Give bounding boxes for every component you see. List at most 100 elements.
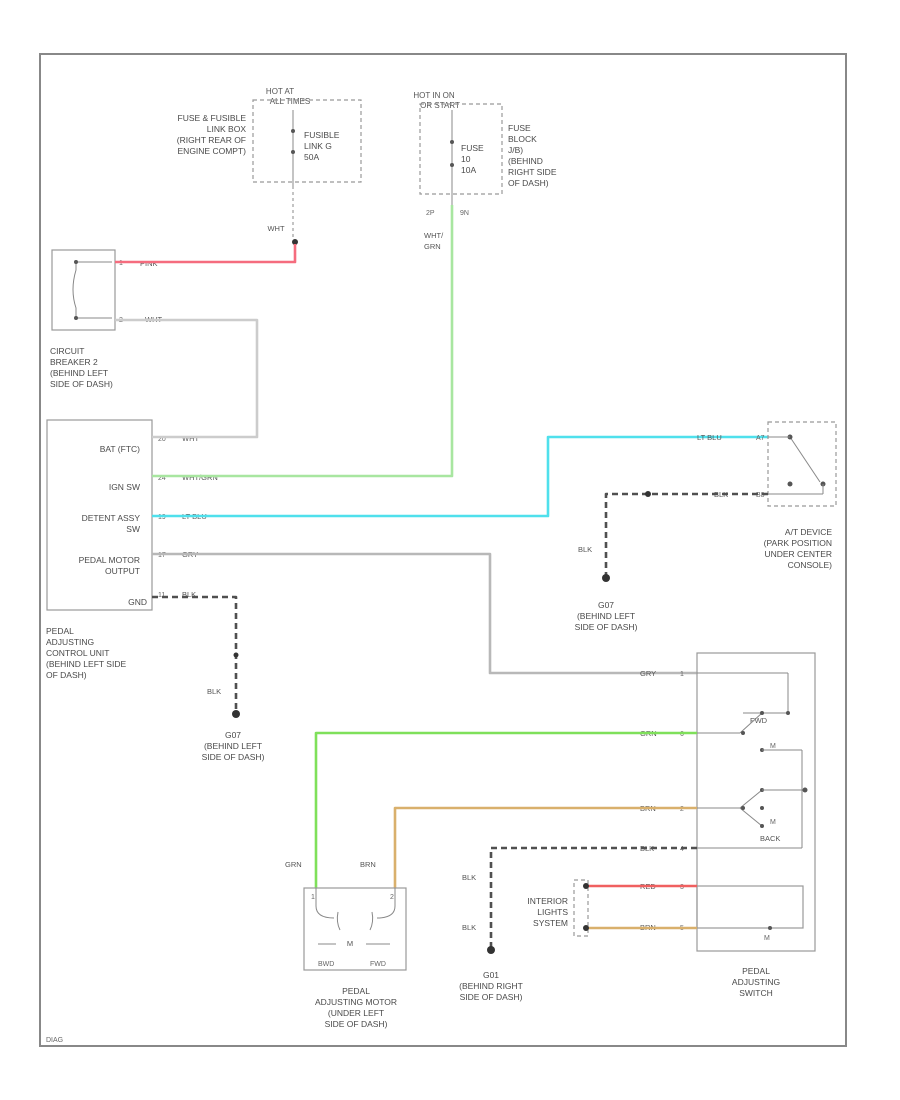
- ground-icon-left: [232, 710, 240, 718]
- fuse-block-line-5: RIGHT SIDE: [508, 167, 557, 177]
- motor-line-4: SIDE OF DASH): [325, 1019, 388, 1029]
- motor-fwd-label: FWD: [370, 961, 386, 968]
- g-right-line-2: (BEHIND RIGHT: [459, 981, 523, 991]
- g07-mid-line-1: G07: [598, 600, 614, 610]
- fuse-block-line-6: OF DASH): [508, 178, 549, 188]
- blk-left-label: BLK: [207, 687, 221, 696]
- fuse-link-box-line-4: ENGINE COMPT): [178, 146, 247, 156]
- sw-m-label-3: M: [764, 935, 770, 942]
- splice-dot: [292, 239, 298, 245]
- fuse-10-line-1: FUSE: [461, 143, 484, 153]
- blk-right-label: BLK: [714, 490, 728, 499]
- interior-lights-line-1: INTERIOR: [527, 896, 568, 906]
- fusible-link-line-2: LINK G: [304, 141, 332, 151]
- grn-motor-label: GRN: [285, 860, 302, 869]
- fuse-pin-2p: 2P: [426, 210, 435, 217]
- at-device-line-3: UNDER CENTER: [764, 549, 832, 559]
- ground-icon-right: [487, 946, 495, 954]
- blk-mid-label: BLK: [578, 545, 592, 554]
- motor-line-2: ADJUSTING MOTOR: [315, 997, 397, 1007]
- at-pin-b8: B8: [756, 492, 765, 499]
- g07-mid-line-3: SIDE OF DASH): [575, 622, 638, 632]
- motor-line-3: (UNDER LEFT: [328, 1008, 384, 1018]
- pedal-adjusting-motor: 1 2 M BWD FWD: [303, 887, 407, 971]
- sw-m-label: M: [770, 743, 776, 750]
- fusible-link-line-3: 50A: [304, 152, 319, 162]
- fuse-fusible-link-box: HOT AT ALL TIMES FUSE & FUSIBLE LINK BOX…: [177, 87, 362, 186]
- interior-lights-system: INTERIOR LIGHTS SYSTEM: [527, 879, 589, 937]
- cu-row-detent: DETENT ASSY: [82, 513, 141, 523]
- diagram-frame: [39, 53, 847, 1047]
- at-device-line-4: CONSOLE): [788, 560, 833, 570]
- circuit-breaker-line-1: CIRCUIT: [50, 346, 84, 356]
- wire-grn: [314, 731, 697, 888]
- cu-row-gnd: GND: [128, 597, 147, 607]
- cu-row-bat: BAT (FTC): [100, 444, 140, 454]
- at-device-line-1: A/T DEVICE: [785, 527, 832, 537]
- cu-row-motor: PEDAL MOTOR: [79, 555, 140, 565]
- wire-blk-at-ground: [604, 492, 768, 575]
- hot-in-on-sub-label: OR START: [420, 101, 460, 110]
- motor-m-label: M: [347, 939, 353, 948]
- cu-wire-wht-grn: WHT/GRN: [182, 473, 218, 482]
- at-device: [767, 421, 837, 507]
- cu-pin-20: 20: [158, 436, 166, 443]
- interior-lights-line-3: SYSTEM: [533, 918, 568, 928]
- fuse-link-box-line-2: LINK BOX: [207, 124, 247, 134]
- fuse-block-line-4: (BEHIND: [508, 156, 543, 166]
- g07-mid-line-2: (BEHIND LEFT: [577, 611, 635, 621]
- cu-pin-17: 17: [158, 552, 166, 559]
- fuse-block-line-1: FUSE: [508, 123, 531, 133]
- sw-pin-3: 3: [680, 884, 684, 891]
- fuse-link-box-line-3: (RIGHT REAR OF: [177, 135, 246, 145]
- sw-pin-4: 4: [680, 846, 684, 853]
- at-device-line-2: (PARK POSITION: [764, 538, 832, 548]
- g-right-line-1: G01: [483, 970, 499, 980]
- control-unit-line-4: (BEHIND LEFT SIDE: [46, 659, 126, 669]
- sw-pin-1: 1: [680, 671, 684, 678]
- back-label: BACK: [760, 834, 780, 843]
- at-pin-a7: A7: [756, 435, 765, 442]
- g07-left-line-2: (BEHIND LEFT: [204, 741, 262, 751]
- control-unit-line-2: ADJUSTING: [46, 637, 94, 647]
- motor-line-1: PEDAL: [342, 986, 370, 996]
- g07-left-line-1: G07: [225, 730, 241, 740]
- wire-lt-blu: [152, 435, 768, 518]
- gry-sw-label: GRY: [640, 669, 656, 678]
- fusible-link-line-1: FUSIBLE: [304, 130, 340, 140]
- motor-pin-2: 2: [390, 894, 394, 901]
- pedal-control-unit: BAT (FTC) IGN SW DETENT ASSY SW PEDAL MO…: [46, 419, 153, 611]
- fuse-block-line-3: J/B): [508, 145, 523, 155]
- cu-pin-24: 24: [158, 475, 166, 482]
- fuse-10-line-2: 10: [461, 154, 471, 164]
- hot-in-on-label: HOT IN ON: [413, 91, 454, 100]
- interior-lights-line-2: LIGHTS: [537, 907, 568, 917]
- circuit-breaker-line-3: (BEHIND LEFT: [50, 368, 108, 378]
- cu-row-output: OUTPUT: [105, 566, 140, 576]
- blk-sw-label: BLK: [640, 844, 654, 853]
- wire-brn: [393, 806, 697, 888]
- fwd-label: FWD: [750, 716, 768, 725]
- fuse-link-box-line-1: FUSE & FUSIBLE: [178, 113, 247, 123]
- cu-wire-wht: WHT: [182, 434, 199, 443]
- pink-wire-label: PINK: [140, 259, 158, 268]
- ground-icon-mid: [602, 574, 610, 582]
- sw-pin-6: 6: [680, 731, 684, 738]
- motor-pin-1: 1: [311, 894, 315, 901]
- wire-blk-cu-ground: [152, 595, 238, 712]
- fuse-block: HOT IN ON OR START FUSE 10 10A FUSE BLOC…: [413, 91, 557, 205]
- circuit-breaker-line-4: SIDE OF DASH): [50, 379, 113, 389]
- hot-at-sub-label: ALL TIMES: [270, 97, 310, 106]
- fuse-10-line-3: 10A: [461, 165, 476, 175]
- fuse-pin-9n: 9N: [460, 210, 469, 217]
- wire-pink: [115, 244, 297, 264]
- fuse-block-line-2: BLOCK: [508, 134, 537, 144]
- wht-grn-vert-label-2: GRN: [424, 242, 441, 251]
- cu-pin-19: 19: [158, 514, 166, 521]
- brn-motor-label: BRN: [360, 860, 376, 869]
- wht-grn-vert-label-1: WHT/: [424, 231, 444, 240]
- control-unit-line-1: PEDAL: [46, 626, 74, 636]
- cb-pin-1: 1: [119, 260, 123, 267]
- sw-pin-2: 2: [680, 806, 684, 813]
